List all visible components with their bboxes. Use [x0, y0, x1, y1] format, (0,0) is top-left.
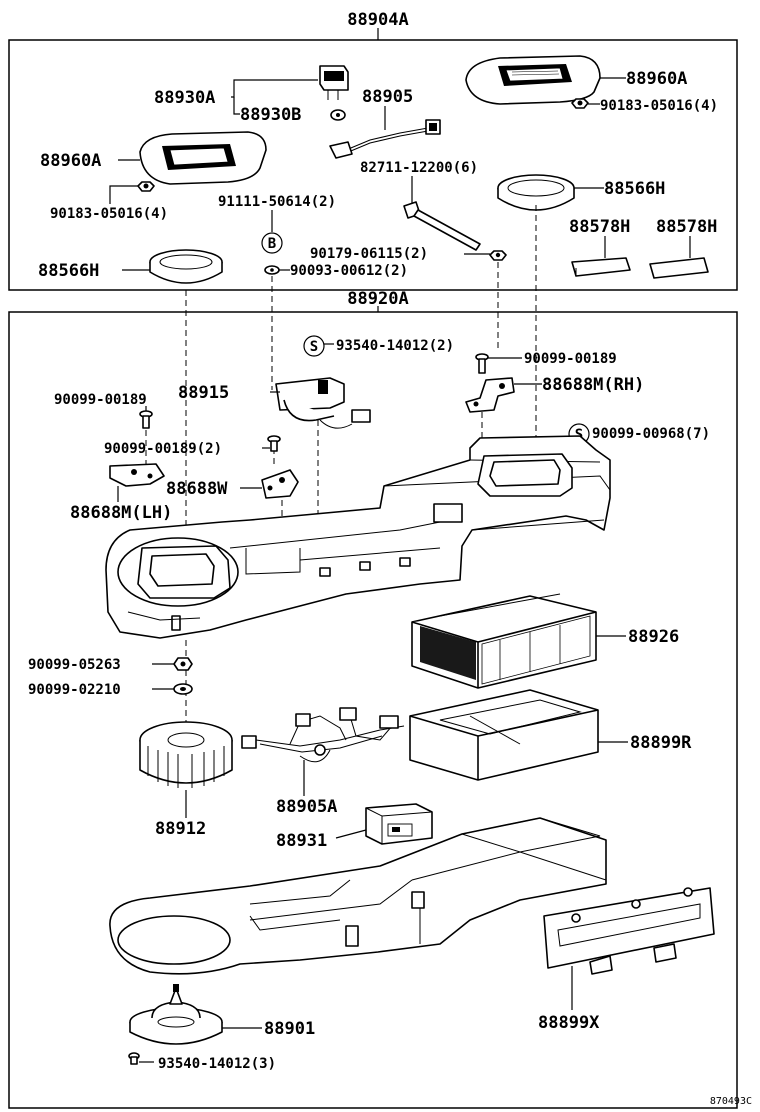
- label-93540-2: 93540-14012(2): [336, 338, 454, 354]
- nut-90183-left: [137, 181, 155, 192]
- label-90099-02210: 90099-02210: [28, 682, 121, 698]
- pad-88578H-2: [649, 257, 709, 279]
- label-90099-05263: 90099-05263: [28, 657, 121, 673]
- ref-marker-b-label: B: [268, 236, 276, 252]
- label-88901: 88901: [264, 1019, 315, 1039]
- upper-case: [105, 435, 611, 639]
- cable-tie-82711: [403, 201, 481, 251]
- label-90093: 90093-00612(2): [290, 263, 408, 279]
- nut-90099-05263: [173, 657, 193, 671]
- label-88899R: 88899R: [630, 733, 692, 753]
- label-90099-00968: 90099-00968(7): [592, 426, 710, 442]
- cover-88960A-left: [139, 131, 267, 185]
- panel-88899X: [543, 887, 715, 975]
- label-88578H-2: 88578H: [656, 217, 717, 237]
- label-88566H-right: 88566H: [604, 179, 665, 199]
- label-88578H-1: 88578H: [569, 217, 630, 237]
- grommet-88566H-right: [497, 174, 575, 211]
- label-88930B: 88930B: [240, 105, 301, 125]
- washer-90093: [264, 265, 280, 275]
- tray-88899R: [409, 689, 599, 781]
- label-88926: 88926: [628, 627, 679, 647]
- washer-90099-02210: [173, 683, 193, 695]
- label-88688M-LH: 88688M(LH): [70, 503, 172, 523]
- label-90179: 90179-06115(2): [310, 246, 428, 262]
- bracket-88688M-RH: [465, 377, 515, 413]
- assembly-frame-88904A: [8, 39, 738, 291]
- label-91111: 91111-50614(2): [218, 194, 336, 210]
- blower-motor-88901: [129, 984, 223, 1045]
- lower-case: [109, 817, 607, 975]
- label-88915: 88915: [178, 383, 229, 403]
- clip-88930B: [330, 109, 346, 121]
- label-88566H-left: 88566H: [38, 261, 99, 281]
- label-90099-pair: 90099-00189(2): [104, 441, 222, 457]
- blower-fan-88912: [139, 721, 233, 788]
- drawing-number: 870493C: [710, 1096, 752, 1107]
- amplifier-88931: [365, 803, 433, 845]
- bracket-88688M-LH: [109, 463, 165, 487]
- label-88688M-RH: 88688M(RH): [542, 375, 644, 395]
- label-88920A: 88920A: [347, 289, 408, 309]
- sensor-88905: [329, 119, 441, 159]
- connector-88930A: [319, 65, 349, 100]
- nut-90179: [489, 250, 507, 261]
- cover-88960A-right: [465, 55, 601, 105]
- ref-marker-s-2-label: S: [575, 427, 583, 443]
- label-88960A-left: 88960A: [40, 151, 101, 171]
- label-88930A: 88930A: [154, 88, 215, 108]
- grommet-88566H-left: [149, 249, 223, 284]
- label-88688W: 88688W: [166, 479, 228, 499]
- wire-harness-88905A: [241, 707, 405, 763]
- label-88960A-right: 88960A: [626, 69, 687, 89]
- ref-marker-s-1-label: S: [310, 339, 318, 355]
- label-90183-left: 90183-05016(4): [50, 206, 168, 222]
- label-90099-left: 90099-00189: [54, 392, 147, 408]
- label-93540-3: 93540-14012(3): [158, 1056, 276, 1072]
- screw-93540-14012: [128, 1052, 140, 1065]
- screw-90099-00189-right: [475, 353, 489, 374]
- assembly-frame-88920A: [8, 311, 738, 1109]
- pad-88578H-1: [571, 257, 631, 277]
- label-88905A: 88905A: [276, 797, 337, 817]
- label-82711: 82711-12200(6): [360, 160, 478, 176]
- label-90183-right: 90183-05016(4): [600, 98, 718, 114]
- label-88912: 88912: [155, 819, 206, 839]
- label-88931: 88931: [276, 831, 327, 851]
- ref-marker-s-1: [303, 335, 325, 357]
- screw-90099-00189-left: [139, 410, 153, 429]
- label-88899X: 88899X: [538, 1013, 600, 1033]
- label-88905: 88905: [362, 87, 413, 107]
- screw-90099-00189-pair: [267, 435, 281, 452]
- bracket-88688W: [261, 469, 299, 499]
- label-88904A: 88904A: [347, 10, 408, 30]
- ref-marker-b: [261, 232, 283, 254]
- servo-88915: [275, 377, 371, 429]
- label-90099-right: 90099-00189: [524, 351, 617, 367]
- nut-90183-right: [571, 98, 589, 109]
- evaporator-88926: [411, 593, 597, 689]
